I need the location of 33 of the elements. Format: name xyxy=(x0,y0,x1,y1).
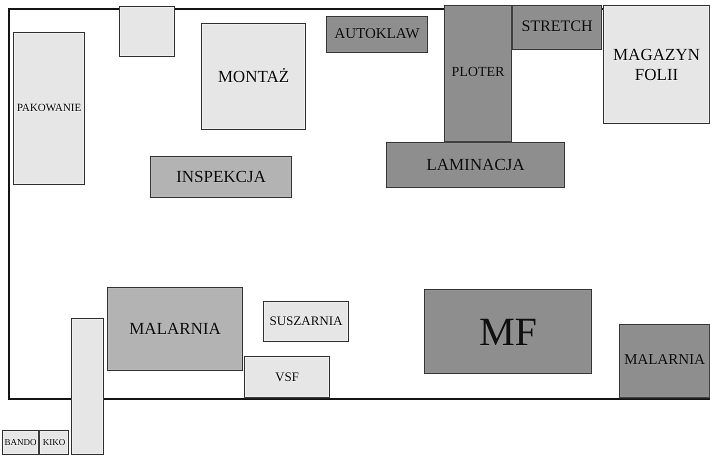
room-label: PLOTER xyxy=(452,65,504,82)
room-label: INSPEKCJA xyxy=(176,167,266,187)
room-area xyxy=(13,32,85,185)
room-area xyxy=(244,356,330,398)
room-label: MALARNIA xyxy=(624,352,705,370)
room-label: PAKOWANIE xyxy=(16,102,82,115)
room-label: KIKO xyxy=(42,437,66,448)
room-label: STRETCH xyxy=(521,18,593,37)
room-area xyxy=(39,430,69,455)
room-area xyxy=(424,289,592,374)
room-area xyxy=(444,5,512,142)
room-area xyxy=(603,5,710,124)
room-area xyxy=(107,287,243,371)
room-label: MF xyxy=(479,308,537,354)
room-label: SUSZARNIA xyxy=(270,314,342,329)
room-area xyxy=(71,318,104,455)
room-area xyxy=(619,324,710,398)
room-label: LAMINACJA xyxy=(426,155,525,175)
room-label: MAGAZYN FOLII xyxy=(612,44,701,84)
room-area xyxy=(263,301,349,342)
room-label: MONTAŻ xyxy=(218,66,290,86)
room-area xyxy=(512,5,602,50)
room-label: MALARNIA xyxy=(129,319,221,339)
room-area xyxy=(326,16,428,53)
room-area xyxy=(201,23,306,130)
room-area xyxy=(150,156,292,198)
room-area xyxy=(119,6,175,57)
room-label: BANDO xyxy=(4,437,36,448)
room-label: VSF xyxy=(275,370,299,384)
hall-outline xyxy=(8,8,710,400)
room-area xyxy=(2,430,39,455)
room-label: AUTOKLAW xyxy=(334,26,420,44)
room-area xyxy=(386,142,565,188)
